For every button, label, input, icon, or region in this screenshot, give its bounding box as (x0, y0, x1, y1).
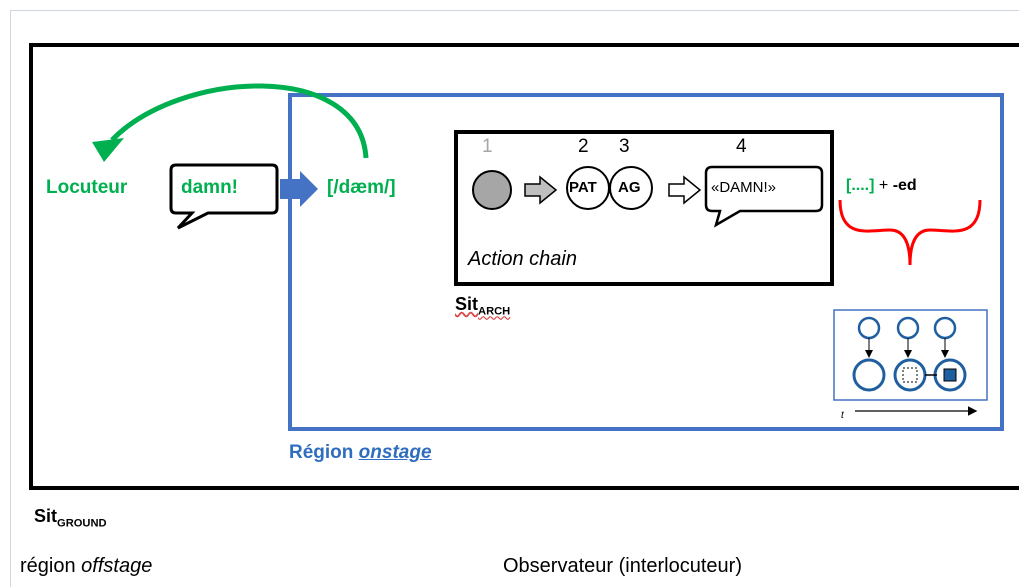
inset-filled-square (943, 368, 957, 382)
ed-suffix: -ed (892, 177, 917, 194)
phonetic-label: [/dæm/] (327, 177, 396, 198)
feedback-arrowhead (92, 138, 124, 162)
agent-label: AG (618, 179, 641, 196)
chain-number-1: 1 (482, 136, 493, 157)
sit-ground-label: SitGROUND (34, 506, 107, 530)
slide-frame (10, 10, 1019, 587)
chain-arrow-2 (668, 175, 702, 205)
chain-speech-bubble (704, 165, 824, 228)
inset-dotted-square (902, 367, 918, 383)
chain-number-2: 2 (578, 136, 589, 157)
chain-arrow-1 (524, 175, 558, 205)
inset-figure-box (833, 309, 988, 401)
action-chain-box (454, 130, 834, 286)
chain-number-4: 4 (736, 136, 747, 157)
observer-label: Observateur (interlocuteur) (503, 555, 742, 577)
bracket-placeholder: [....] (846, 177, 875, 194)
patient-label: PAT (569, 179, 597, 196)
time-label: t (841, 410, 844, 421)
sit-arch-label: SitARCH (455, 294, 511, 318)
transmission-arrow (280, 171, 318, 207)
agent-circle (609, 166, 653, 210)
chain-element-1-circle (472, 170, 512, 210)
chain-number-3: 3 (619, 136, 630, 157)
onstage-region-box (288, 93, 1004, 431)
action-chain-label: Action chain (468, 248, 577, 270)
speaker-speech-bubble (169, 163, 279, 230)
inset-figure (852, 316, 978, 416)
feedback-arc-arrow (110, 83, 369, 159)
red-curly-brace (838, 199, 982, 266)
suffix-group: [....] + -ed (846, 177, 917, 194)
region-onstage-label: Région onstage (289, 442, 432, 463)
locuteur-label: Locuteur (46, 177, 128, 198)
inset-bottom-circle-1 (852, 358, 886, 392)
chain-bubble-text: «DAMN!» (711, 179, 777, 196)
speaker-bubble-text: damn! (181, 177, 238, 198)
ground-region-box (29, 43, 1019, 490)
region-offstage-label: région offstage (20, 555, 153, 577)
